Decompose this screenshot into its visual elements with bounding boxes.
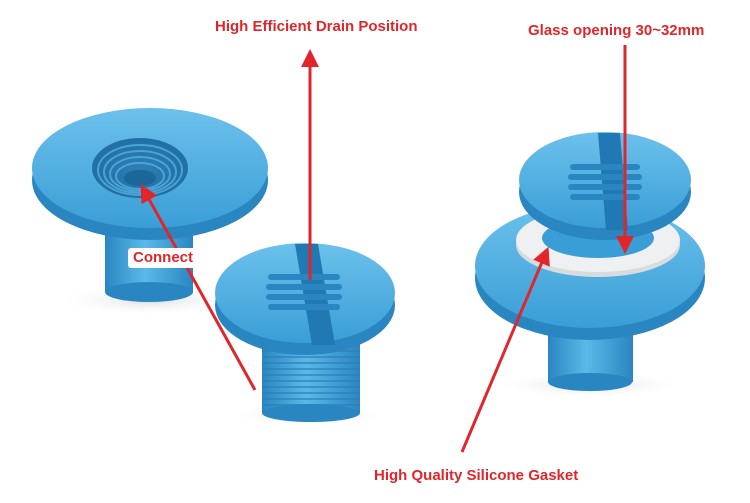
arrow-connect [140,184,257,391]
silicone-gasket-label: High Quality Silicone Gasket [374,467,579,484]
connect-label: Connect [128,248,198,268]
glass-opening-label: Glass opening 30~32mm [528,22,705,39]
drain-position-label: High Efficient Drain Position [215,18,418,35]
female-flange-fitting [32,108,268,302]
assembled-fitting-with-gasket [475,132,705,391]
arrow-silicone-gasket [460,246,550,453]
annotation-arrows [140,45,634,453]
slotted-threaded-fitting [215,243,395,422]
